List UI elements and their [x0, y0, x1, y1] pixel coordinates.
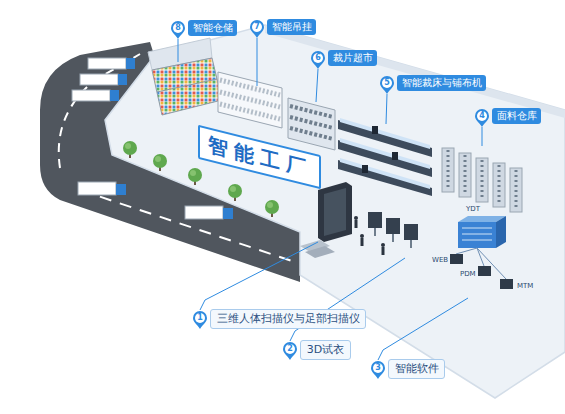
node-text: 智能吊挂 [272, 21, 312, 33]
node-text: 智能工厂 [208, 132, 312, 182]
callout-number: 7 [251, 21, 263, 33]
callout-number: 2 [284, 343, 296, 355]
callout-number: 5 [381, 77, 393, 89]
callout-box: 智能仓储 [188, 20, 237, 36]
system-label: PDM [460, 270, 476, 279]
factory-sign: 智能工厂 [198, 125, 321, 190]
node-text: 3D试衣 [307, 343, 344, 356]
node-text: 智能裁床与铺布机 [402, 77, 482, 89]
callout-box: 三维人体扫描仪与足部扫描仪 [210, 309, 366, 329]
node-text: 面料仓库 [497, 110, 537, 122]
node-text: 三维人体扫描仪与足部扫描仪 [217, 312, 360, 325]
callout-number: 3 [372, 362, 384, 374]
system-label: MTM [517, 282, 533, 291]
node-text: 智能仓储 [193, 22, 233, 34]
callout-box: 智能裁床与铺布机 [397, 75, 486, 91]
callout-box: 面料仓库 [492, 108, 541, 124]
callout-number: 1 [194, 312, 206, 324]
system-label: YDT [466, 205, 480, 214]
node-text: 裁片超市 [333, 52, 373, 64]
system-label: WEB [432, 256, 448, 265]
callout-number: 4 [476, 110, 488, 122]
callout-box: 智能吊挂 [267, 19, 316, 35]
callout-number: 6 [312, 52, 324, 64]
callout-box: 3D试衣 [300, 340, 351, 360]
callout-box: 裁片超市 [328, 50, 377, 66]
node-text: 智能软件 [395, 362, 439, 375]
callout-number: 8 [172, 22, 184, 34]
callout-box: 智能软件 [388, 359, 445, 379]
